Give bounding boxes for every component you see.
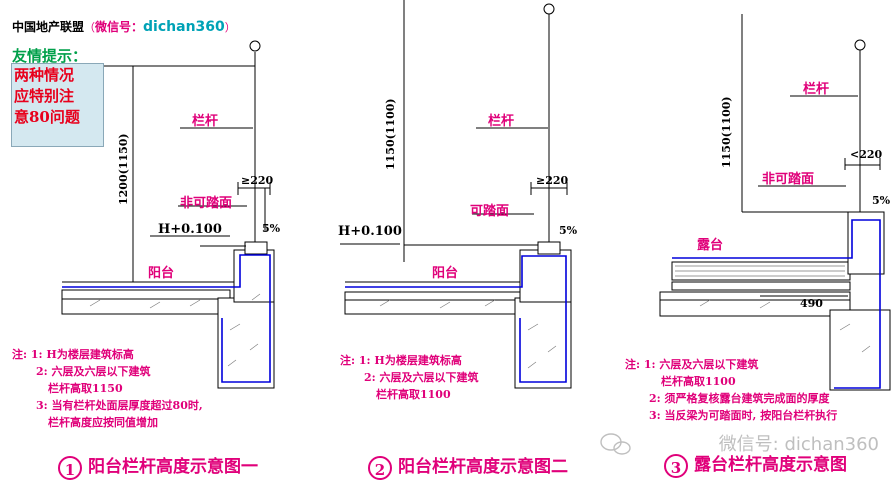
d2-note: 注: 1: H为楼层建筑标高 [340, 354, 462, 367]
d3-terrace-label: 露台 [697, 238, 724, 253]
tip-line: 两种情况 [14, 66, 75, 84]
d2-level-label: H+0.100 [338, 224, 402, 239]
d3-non-step-label: 非可踏面 [762, 172, 815, 187]
diagram-1-concrete-hatch [89, 293, 261, 367]
diagram-2-concrete-hatch [379, 299, 557, 369]
d3-width-label: <220 [850, 148, 883, 161]
diagram-3-insulation-hatch [675, 265, 845, 277]
brand-org: 中国地产联盟 [12, 20, 85, 34]
brand-wechat-label: 微信号： [95, 20, 144, 34]
d3-note: 注: 1: 六层及六层以下建筑 [625, 358, 759, 371]
diagram-3-concrete-hatch [699, 299, 871, 353]
d1-note: 注: 1: H为楼层建筑标高 [12, 348, 134, 361]
watermark-chat-icon [600, 433, 631, 455]
d2-caption-number: 2 [368, 455, 392, 480]
d3-height-label: 1150(1100) [720, 96, 733, 168]
brand-wechat-id: dichan360 [143, 19, 225, 35]
d2-width-label: ≥220 [536, 174, 569, 187]
d2-step-label: 可踏面 [470, 204, 510, 219]
diagram-3-linework [659, 14, 891, 391]
d2-notes: 注: 1: H为楼层建筑标高 2: 六层及六层以下建筑 栏杆高取1100 [340, 352, 479, 403]
d3-note: 3: 当反梁为可踏面时, 按阳台栏杆执行 [649, 409, 838, 422]
d1-note: 3: 当有栏杆处面层厚度超过80时, [36, 399, 203, 412]
d1-note: 2: 六层及六层以下建筑 [36, 365, 151, 378]
d1-note: 栏杆高取1150 [48, 382, 123, 395]
d1-height-label: 1200(1150) [117, 133, 130, 205]
d1-caption-number: 1 [58, 455, 82, 480]
diagram-2-finish-line [345, 255, 567, 383]
d1-notes: 注: 1: H为楼层建筑标高 2: 六层及六层以下建筑 栏杆高取1150 3: … [12, 346, 203, 431]
d2-note: 2: 六层及六层以下建筑 [364, 371, 479, 384]
tip-title: 友情提示： [12, 47, 88, 65]
d3-caption: 露台栏杆高度示意图 [694, 455, 847, 475]
brand-paren-open: （ [84, 21, 96, 34]
d3-notes: 注: 1: 六层及六层以下建筑 栏杆高取1100 2: 须严格复核露台建筑完成面… [625, 356, 837, 424]
d1-level-label: H+0.100 [158, 222, 222, 237]
d1-non-step-label: 非可踏面 [180, 196, 233, 211]
diagram-1-finish-line [62, 254, 271, 383]
d2-balcony-label: 阳台 [432, 266, 459, 281]
diagram-2-linework [340, 0, 572, 389]
d1-balcony-label: 阳台 [148, 266, 175, 281]
d1-railing-label: 栏杆 [192, 114, 219, 129]
d1-note: 栏杆高度应按同值增加 [48, 416, 158, 429]
diagram-3-finish-line [672, 219, 881, 389]
d3-caption-row: 3 露台栏杆高度示意图 [664, 450, 847, 478]
d3-note: 2: 须严格复核露台建筑完成面的厚度 [649, 392, 830, 405]
d1-slope-label: 5% [262, 222, 281, 235]
diagram-1-linework [61, 40, 275, 389]
d2-note: 栏杆高取1100 [376, 388, 451, 401]
d1-caption: 阳台栏杆高度示意图一 [88, 457, 258, 477]
d3-dim-label: 490 [800, 297, 823, 310]
d2-caption-row: 2 阳台栏杆高度示意图二 [368, 452, 568, 480]
tip-line: 应特别注 [14, 87, 75, 105]
d2-railing-label: 栏杆 [488, 114, 515, 129]
d2-height-label: 1150(1100) [384, 98, 397, 170]
d1-width-label: ≥220 [241, 174, 274, 187]
tip-box: 两种情况 应特别注 意80问题 [11, 63, 104, 147]
brand-line: 中国地产联盟（微信号：dichan360） [12, 18, 236, 35]
tip-line: 意80问题 [14, 108, 80, 126]
d3-railing-label: 栏杆 [803, 82, 830, 97]
d3-note: 栏杆高取1100 [661, 375, 736, 388]
d2-caption: 阳台栏杆高度示意图二 [398, 457, 568, 477]
brand-paren-close: ） [224, 21, 236, 34]
d2-slope-label: 5% [559, 224, 578, 237]
d1-caption-row: 1 阳台栏杆高度示意图一 [58, 452, 258, 480]
d3-caption-number: 3 [664, 453, 688, 478]
watermark: 微信号: dichan360 [718, 434, 879, 455]
d3-slope-label: 5% [872, 194, 891, 207]
